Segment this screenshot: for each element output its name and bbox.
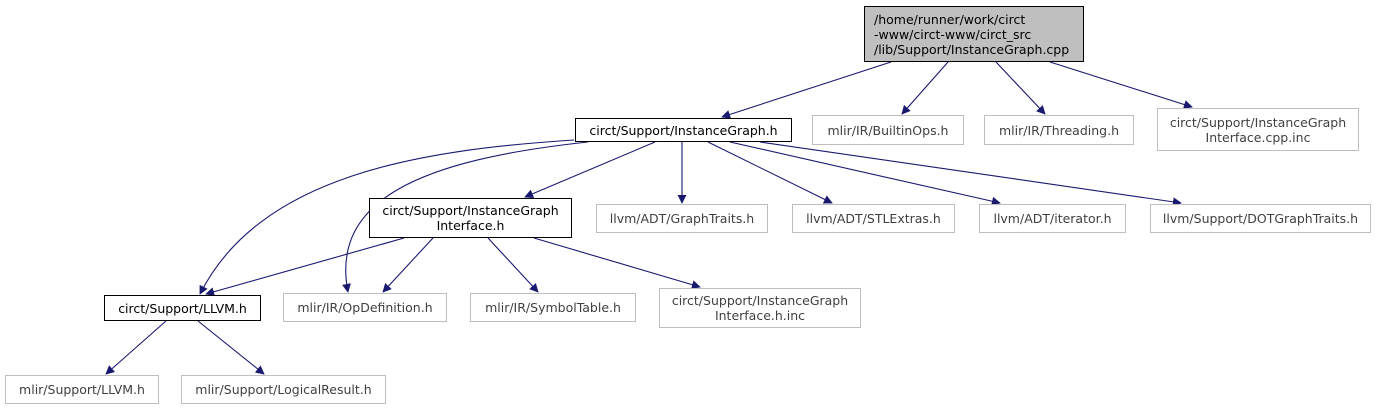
edge-root-to-builtinops (901, 61, 949, 115)
node-graphtraits-h[interactable]: llvm/ADT/GraphTraits.h (596, 204, 768, 233)
edge-root-to-threading (995, 61, 1046, 115)
node-instancegraph-interface-h-inc[interactable]: circt/Support/InstanceGraph Interface.h.… (659, 288, 861, 328)
edge-instancegraph_h-to-circt_llvm (199, 139, 575, 295)
node-label: llvm/ADT/iterator.h (993, 211, 1112, 226)
node-dotgraphtraits-h[interactable]: llvm/Support/DOTGraphTraits.h (1150, 204, 1371, 233)
node-builtinops-h[interactable]: mlir/IR/BuiltinOps.h (812, 115, 964, 145)
edge-ig_interface_h-to-symboltable (487, 237, 539, 293)
node-opdefinition-h[interactable]: mlir/IR/OpDefinition.h (283, 293, 447, 322)
node-logicalresult-h[interactable]: mlir/Support/LogicalResult.h (181, 375, 386, 404)
node-threading-h[interactable]: mlir/IR/Threading.h (984, 115, 1134, 145)
edge-circt_llvm-to-logicalresult (197, 320, 265, 375)
node-circt-llvm-h[interactable]: circt/Support/LLVM.h (104, 295, 261, 321)
edge-circt_llvm-to-mlir_llvm (105, 320, 167, 375)
node-mlir-support-llvm-h[interactable]: mlir/Support/LLVM.h (5, 375, 159, 404)
node-label-line: circt/Support/InstanceGraph (1169, 114, 1347, 130)
node-label: circt/Support/LLVM.h (118, 300, 247, 316)
node-label: mlir/IR/Threading.h (999, 122, 1119, 138)
node-label-line: -www/circt-www/circt_src (874, 26, 1032, 42)
edge-instancegraph_h-to-stlextras (707, 141, 833, 204)
edge-instancegraph_h-to-iterator (729, 141, 1001, 206)
node-instancegraph-interface-h[interactable]: circt/Support/InstanceGraph Interface.h (369, 198, 572, 238)
edge-ig_interface_h-to-circt_llvm (205, 237, 405, 297)
node-label-line: /lib/Support/InstanceGraph.cpp (874, 41, 1070, 57)
node-label-line: circt/Support/InstanceGraph (382, 203, 559, 218)
edge-instancegraph_h-to-opdefinition (342, 141, 589, 293)
node-label-line: Interface.cpp.inc (1205, 129, 1311, 145)
edge-ig_interface_h-to-ig_interface_h_inc (533, 237, 701, 290)
node-instancegraph-interface-cpp-inc[interactable]: circt/Support/InstanceGraph Interface.cp… (1157, 108, 1359, 151)
edge-root-to-ig_interface_cpp_inc (1049, 61, 1193, 109)
node-label-line: circt/Support/InstanceGraph (671, 293, 849, 308)
node-instancegraph-cpp[interactable]: /home/runner/work/circt -www/circt-www/c… (864, 6, 1084, 62)
node-instancegraph-h[interactable]: circt/Support/InstanceGraph.h (575, 118, 792, 142)
node-label: mlir/IR/OpDefinition.h (297, 300, 433, 315)
node-label-line: Interface.h.inc (714, 308, 806, 323)
node-label: llvm/ADT/STLExtras.h (806, 211, 941, 226)
node-label: mlir/Support/LLVM.h (19, 382, 145, 397)
node-label: mlir/IR/BuiltinOps.h (827, 122, 949, 138)
edge-instancegraph_h-to-ig_interface_h (524, 141, 656, 198)
node-symboltable-h[interactable]: mlir/IR/SymbolTable.h (470, 293, 636, 322)
node-label: mlir/Support/LogicalResult.h (195, 382, 372, 397)
node-label: llvm/Support/DOTGraphTraits.h (1162, 211, 1359, 226)
edge-ig_interface_h-to-opdefinition (382, 237, 434, 293)
edge-root-to-instancegraph_h (721, 61, 892, 119)
node-label: mlir/IR/SymbolTable.h (485, 300, 621, 315)
node-label: llvm/ADT/GraphTraits.h (609, 211, 755, 226)
node-label-line: /home/runner/work/circt (874, 11, 1026, 27)
node-stlextras-h[interactable]: llvm/ADT/STLExtras.h (792, 204, 955, 233)
node-iterator-h[interactable]: llvm/ADT/iterator.h (979, 204, 1126, 233)
edge-instancegraph_h-to-dotgraphtraits (759, 141, 1182, 207)
node-label-line: Interface.h (436, 218, 505, 233)
node-label: circt/Support/InstanceGraph.h (589, 122, 778, 138)
